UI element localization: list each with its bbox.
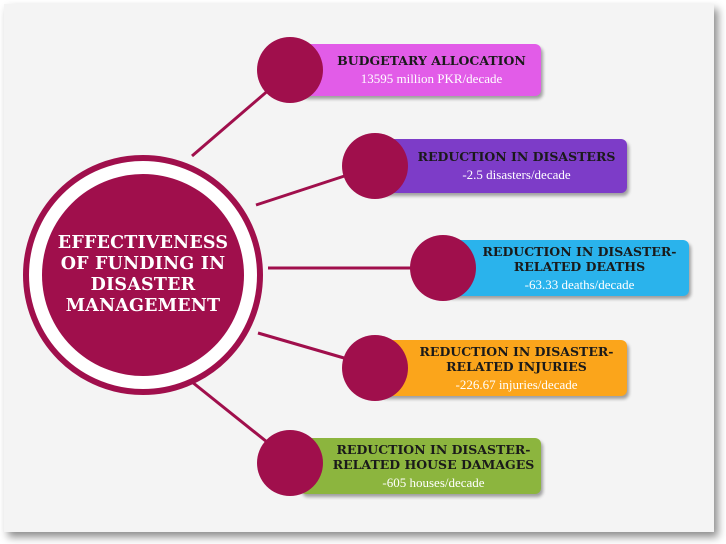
item-value: 13595 million PKR/decade bbox=[360, 71, 503, 86]
item-box-reduction-in-disasters: REDUCTION IN DISASTERS -2.5 disasters/de… bbox=[378, 139, 627, 193]
hub-circle: EFFECTIVENESS OF FUNDING IN DISASTER MAN… bbox=[42, 174, 244, 376]
item-node-reduction-in-deaths bbox=[410, 235, 476, 301]
item-value: -226.67 injuries/decade bbox=[455, 376, 578, 392]
item-title: REDUCTION IN DISASTERS bbox=[417, 149, 616, 164]
item-node-reduction-in-house-damages bbox=[257, 430, 323, 496]
item-title: REDUCTION IN DISASTER- RELATED HOUSE DAM… bbox=[332, 441, 535, 472]
item-value: -605 houses/decade bbox=[382, 474, 485, 490]
hub-title: EFFECTIVENESS OF FUNDING IN DISASTER MAN… bbox=[57, 233, 229, 316]
item-box-budgetary-allocation: BUDGETARY ALLOCATION 13595 million PKR/d… bbox=[300, 44, 541, 96]
item-node-reduction-in-disasters bbox=[342, 133, 408, 199]
item-value: -2.5 disasters/decade bbox=[462, 167, 571, 182]
item-box-reduction-in-house-damages: REDUCTION IN DISASTER- RELATED HOUSE DAM… bbox=[300, 438, 541, 494]
item-value: -63.33 deaths/decade bbox=[524, 276, 635, 292]
item-box-reduction-in-deaths: REDUCTION IN DISASTER- RELATED DEATHS -6… bbox=[444, 240, 689, 296]
item-box-reduction-in-injuries: REDUCTION IN DISASTER- RELATED INJURIES … bbox=[378, 340, 627, 396]
item-node-budgetary-allocation bbox=[257, 37, 323, 103]
item-title: REDUCTION IN DISASTER- RELATED DEATHS bbox=[482, 243, 677, 274]
item-title: REDUCTION IN DISASTER- RELATED INJURIES bbox=[419, 343, 614, 374]
item-title: BUDGETARY ALLOCATION bbox=[337, 53, 526, 68]
item-node-reduction-in-injuries bbox=[342, 335, 408, 401]
